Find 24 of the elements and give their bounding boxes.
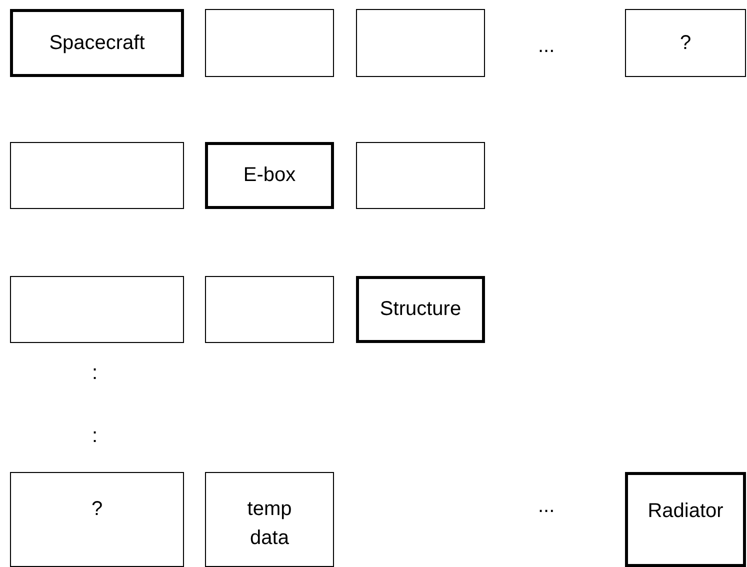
matrix-cell: [205, 142, 334, 209]
empty-box: [10, 276, 184, 343]
cell-label: Radiator: [646, 499, 724, 524]
matrix-cell: [625, 9, 746, 77]
empty-box: [10, 142, 184, 209]
cell-label: E-box: [242, 163, 297, 188]
matrix-cell: [205, 472, 334, 567]
matrix-cell: [356, 276, 485, 343]
empty-box: [356, 142, 485, 209]
empty-box: [205, 9, 334, 77]
cell-label: Spacecraft: [48, 30, 146, 56]
ellipsis: ...: [538, 35, 555, 58]
empty-box: [356, 9, 485, 77]
matrix-cell: [10, 9, 184, 77]
cell-label: ?: [90, 497, 104, 522]
vertical-ellipsis: :: [92, 425, 98, 448]
cell-label: Structure: [378, 297, 462, 322]
cell-label: temp data: [246, 497, 293, 551]
cell-label: ?: [678, 30, 692, 56]
vertical-ellipsis: :: [92, 362, 98, 385]
matrix-cell: [625, 472, 746, 567]
empty-box: [205, 276, 334, 343]
ellipsis: ...: [538, 495, 555, 518]
matrix-cell: [10, 472, 184, 567]
